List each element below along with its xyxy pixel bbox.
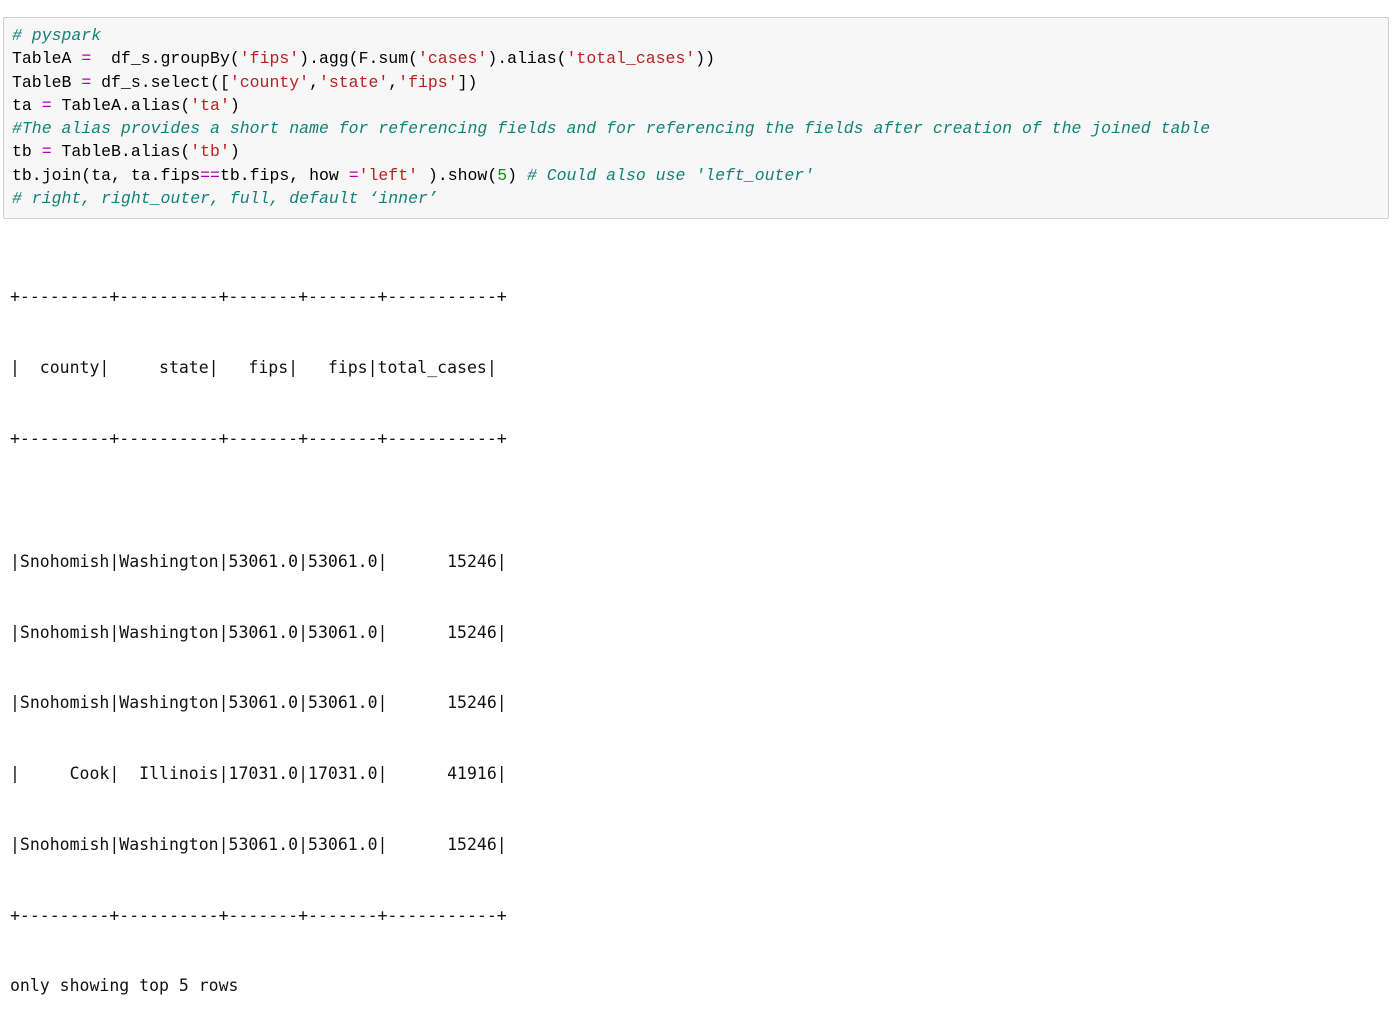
code-line-1: # pyspark xyxy=(12,24,1388,47)
output-separator-bottom: +---------+----------+-------+-------+--… xyxy=(10,905,507,925)
code-token: # Could also use 'left_outer' xyxy=(526,165,815,185)
code-token: 'cases' xyxy=(418,49,488,69)
code-token: #The alias provides a short name for ref… xyxy=(12,119,1211,139)
table-row: |Snohomish|Washington|53061.0|53061.0| 1… xyxy=(10,551,507,571)
output-footer-note: only showing top 5 rows xyxy=(10,976,239,996)
code-token: == xyxy=(200,165,220,185)
code-token: tb.join(ta, ta.fips xyxy=(12,165,201,185)
output-spacer xyxy=(10,498,507,503)
code-token: # right, right_outer, full, default ‘inn… xyxy=(12,189,438,209)
code-line-3: TableB = df_s.select(['county','state','… xyxy=(12,71,1388,94)
code-token: = xyxy=(41,95,52,115)
code-token: 'ta' xyxy=(190,95,230,115)
code-token: , xyxy=(309,72,319,92)
code-token: 5 xyxy=(497,165,508,185)
output-header-row: | county| state| fips| fips|total_cases| xyxy=(10,357,497,377)
code-token: df_s.groupBy( xyxy=(91,49,240,69)
code-token: 'fips' xyxy=(398,72,458,92)
code-token: ) xyxy=(507,165,527,185)
output-separator-top: +---------+----------+-------+-------+--… xyxy=(10,287,507,307)
code-line-4: ta = TableA.alias('ta') xyxy=(12,94,1388,117)
code-token: ).show( xyxy=(418,165,498,185)
table-row: |Snohomish|Washington|53061.0|53061.0| 1… xyxy=(10,693,507,713)
code-token: 'tb' xyxy=(190,142,230,162)
code-token: = xyxy=(81,49,92,69)
code-token: TableB.alias( xyxy=(51,142,191,162)
code-token: = xyxy=(81,72,92,92)
code-token: 'state' xyxy=(318,72,389,92)
code-token: = xyxy=(41,142,52,162)
code-token: 'left' xyxy=(358,165,419,185)
code-token: ) xyxy=(229,142,240,162)
code-token: # pyspark xyxy=(12,26,102,45)
code-token: 'county' xyxy=(229,72,310,92)
code-line-7: tb.join(ta, ta.fips==tb.fips, how ='left… xyxy=(12,164,1388,187)
code-line-6: tb = TableB.alias('tb') xyxy=(12,140,1388,163)
code-token: TableB xyxy=(12,72,82,92)
code-token: )) xyxy=(695,49,716,69)
output-separator-header: +---------+----------+-------+-------+--… xyxy=(10,428,507,448)
code-token: tb xyxy=(12,142,42,162)
code-line-2: TableA = df_s.groupBy('fips').agg(F.sum(… xyxy=(12,47,1388,70)
code-token: = xyxy=(348,165,359,185)
code-token: ).alias( xyxy=(487,49,567,69)
code-token: ta xyxy=(12,95,42,115)
code-token: ).agg(F.sum( xyxy=(299,49,418,69)
code-line-8: # right, right_outer, full, default ‘inn… xyxy=(12,187,1388,210)
code-token: TableA.alias( xyxy=(51,95,191,115)
table-row: |Snohomish|Washington|53061.0|53061.0| 1… xyxy=(10,622,507,642)
code-token: TableA xyxy=(12,49,82,69)
code-token: df_s.select([ xyxy=(91,72,230,92)
code-token: 'fips' xyxy=(239,49,300,69)
code-line-5: #The alias provides a short name for ref… xyxy=(12,117,1388,140)
table-row: |Snohomish|Washington|53061.0|53061.0| 1… xyxy=(10,834,507,854)
code-token: ) xyxy=(229,95,240,115)
code-token: 'total_cases' xyxy=(566,49,696,69)
code-token: , xyxy=(388,72,399,92)
code-token: ]) xyxy=(457,72,478,92)
cell-output-area: +---------+----------+-------+-------+--… xyxy=(10,238,507,1014)
table-row: | Cook| Illinois|17031.0|17031.0| 41916| xyxy=(10,764,507,784)
code-token: tb.fips, how xyxy=(219,165,349,185)
